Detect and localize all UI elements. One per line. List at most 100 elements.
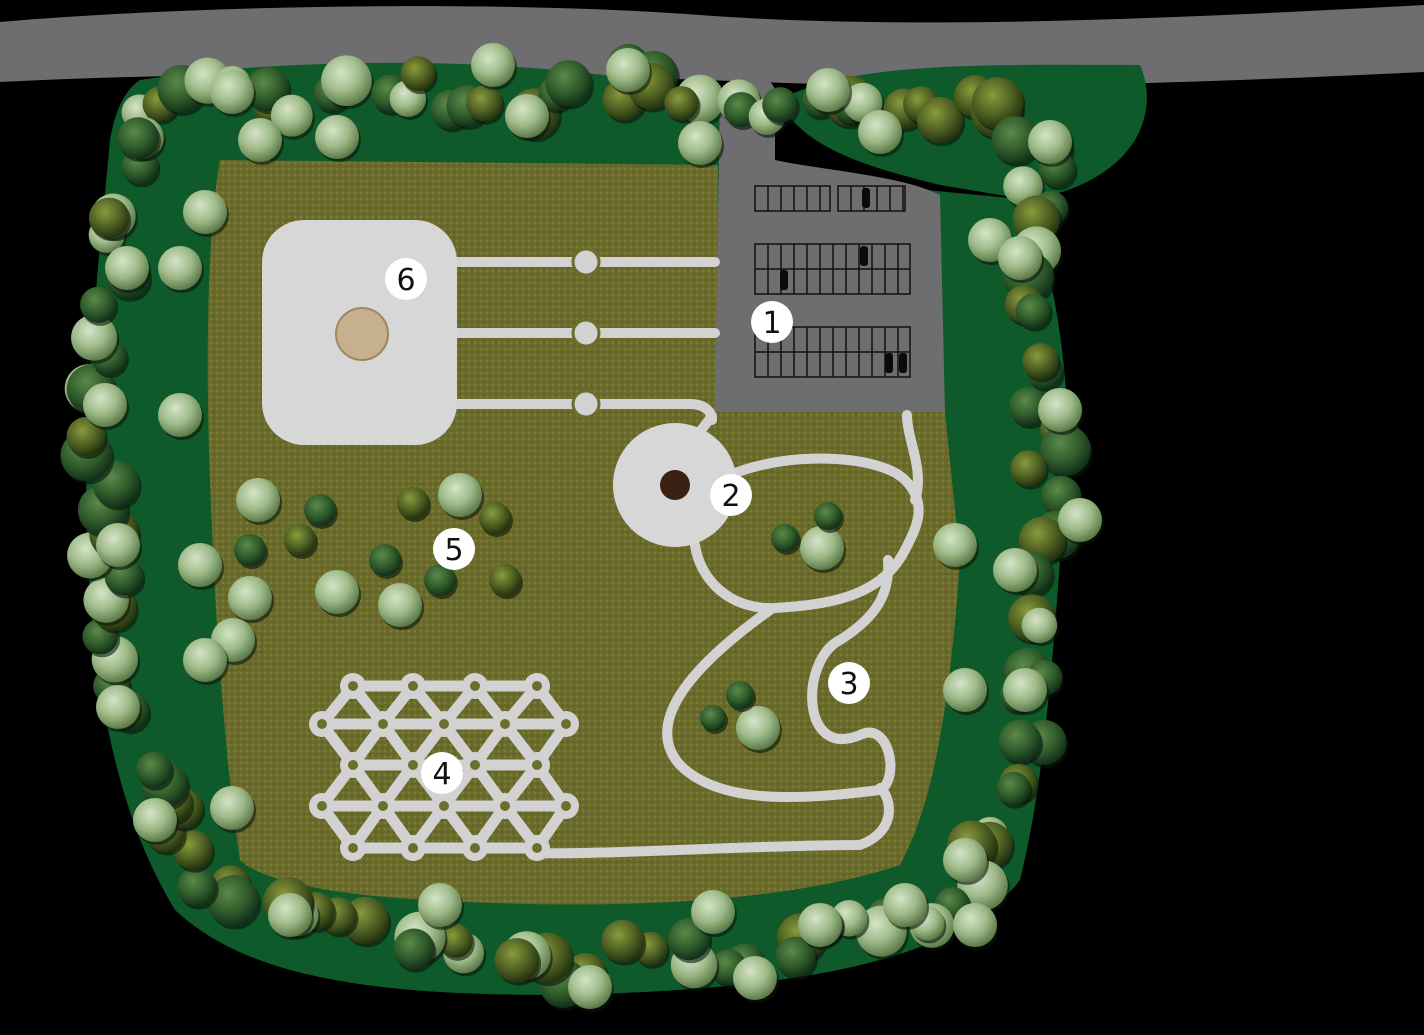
tree-light-icon	[133, 798, 179, 845]
lattice-node-center	[561, 719, 571, 729]
tree-crown	[96, 685, 140, 729]
tree-crown	[315, 115, 359, 159]
tree-light-icon	[228, 576, 274, 623]
tree-light-icon	[858, 110, 904, 157]
tree-light-icon	[83, 383, 129, 430]
lattice-node-center	[378, 801, 388, 811]
tree-light-icon	[471, 43, 517, 90]
tree-crown	[953, 903, 997, 947]
tree-light-icon	[806, 68, 852, 115]
lattice-node-center	[470, 760, 480, 770]
tree-light-icon	[800, 526, 846, 573]
tree-light-icon	[678, 121, 724, 168]
lattice-node-center	[439, 719, 449, 729]
tree-light-icon	[1058, 498, 1104, 545]
tree-crown	[438, 473, 482, 517]
tree-crown	[270, 94, 313, 137]
marker-1[interactable]: 1	[751, 301, 793, 343]
tree-dark-icon	[916, 96, 966, 147]
tree-light-icon	[236, 478, 282, 525]
tree-light-icon	[998, 236, 1044, 283]
tree-dark-icon	[771, 524, 801, 555]
tree-crown	[700, 705, 726, 731]
tree-light-icon	[943, 668, 989, 715]
tree-crown	[664, 86, 699, 121]
tree-dark-icon	[400, 56, 438, 95]
marker-6[interactable]: 6	[385, 258, 427, 300]
tree-canopy	[60, 43, 1104, 1012]
parked-cars	[780, 188, 907, 373]
tree-light-icon	[736, 706, 782, 753]
tree-dark-icon	[135, 751, 175, 791]
tree-dark-icon	[80, 286, 119, 326]
tree-dark-icon	[88, 197, 132, 242]
tree-crown	[1058, 498, 1102, 542]
parking-row	[754, 185, 831, 212]
tree-dark-icon	[369, 544, 403, 579]
tree-dark-icon	[775, 936, 818, 981]
tree-crown	[133, 798, 177, 842]
tree-crown	[284, 524, 316, 556]
marker-3-label: 3	[839, 667, 858, 702]
tree-crown	[678, 121, 722, 165]
tree-crown	[400, 56, 436, 92]
tree-crown	[438, 923, 473, 958]
tree-dark-icon	[438, 923, 475, 961]
tree-light-icon	[1028, 120, 1074, 167]
marker-5[interactable]: 5	[433, 528, 475, 570]
tree-light-icon	[691, 890, 737, 937]
loop-path-upper	[690, 453, 924, 614]
tree-crown	[771, 524, 799, 552]
tree-light-icon	[568, 965, 614, 1012]
tree-crown	[378, 583, 422, 627]
tree-light-icon	[158, 393, 204, 440]
tree-light-icon	[321, 55, 374, 110]
tree-crown	[998, 719, 1042, 763]
tree-dark-icon	[424, 564, 458, 599]
tree-light-icon	[733, 956, 779, 1003]
tree-crown	[814, 502, 842, 530]
tree-crown	[183, 638, 227, 682]
tree-crown	[1003, 668, 1047, 712]
tree-crown	[418, 883, 462, 927]
tree-crown	[505, 94, 549, 138]
tree-crown	[71, 314, 118, 361]
lattice-node-center	[408, 760, 418, 770]
lattice-node-center	[470, 681, 480, 691]
tree-crown	[991, 115, 1040, 165]
path-lot-to-loop	[902, 410, 924, 505]
tree-light-icon	[270, 94, 315, 140]
tree-light-icon	[210, 70, 256, 117]
marker-1-label: 1	[762, 306, 781, 341]
tree-dark-icon	[466, 85, 505, 125]
tree-crown	[1009, 386, 1049, 426]
car-icon	[860, 246, 868, 266]
tree-light-icon	[315, 570, 361, 617]
tree-crown	[83, 383, 127, 427]
tree-light-icon	[268, 893, 314, 940]
marker-2[interactable]: 2	[710, 474, 752, 516]
lattice-node-center	[532, 760, 542, 770]
tree-dark-icon	[393, 928, 437, 973]
tree-crown	[601, 919, 645, 963]
tree-dark-icon	[664, 86, 701, 124]
tree-crown	[545, 60, 592, 107]
tree-crown	[996, 771, 1031, 806]
tree-crown	[993, 548, 1037, 592]
tree-crown	[158, 246, 202, 290]
path-node	[571, 247, 601, 277]
car-icon	[885, 353, 893, 373]
tree-crown	[158, 393, 202, 437]
marker-4[interactable]: 4	[421, 752, 463, 794]
tree-crown	[691, 890, 735, 934]
tree-light-icon	[96, 523, 142, 570]
tree-dark-icon	[545, 60, 594, 110]
car-icon	[899, 353, 907, 373]
tree-light-icon	[210, 786, 256, 833]
circle-center	[660, 470, 690, 500]
tree-dark-icon	[207, 875, 262, 930]
tree-crown	[321, 55, 372, 107]
marker-3[interactable]: 3	[828, 662, 870, 704]
loop-path-lower	[662, 555, 896, 803]
